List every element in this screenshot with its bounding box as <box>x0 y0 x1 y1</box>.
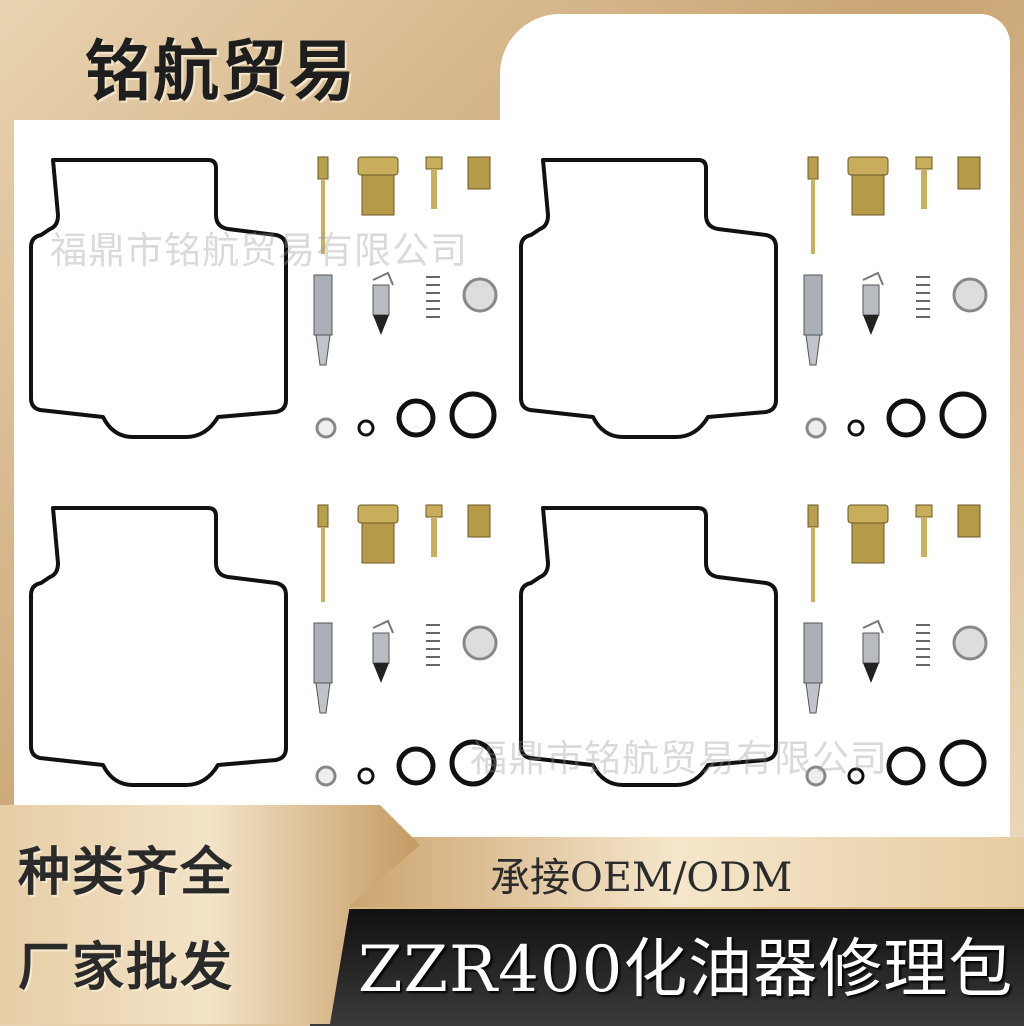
white-panel <box>14 120 1010 840</box>
left-banner-line2: 厂家批发 <box>18 938 235 998</box>
left-banner-line1: 种类齐全 <box>18 843 235 903</box>
watermark-bottom: 福鼎市铭航贸易有限公司 <box>470 737 888 780</box>
watermark-top: 福鼎市铭航贸易有限公司 <box>50 229 468 272</box>
oem-odm-text: 承接OEM/ODM <box>490 855 793 901</box>
subtitle-band <box>330 837 1024 907</box>
product-title: ZZR400化油器修理包 <box>358 933 1014 1007</box>
brand-title: 铭航贸易 <box>85 33 357 110</box>
carburetor-kit-1 <box>31 157 496 437</box>
model-band <box>310 907 1024 1026</box>
carburetor-kit-3 <box>31 505 496 785</box>
carburetor-kit-2 <box>521 157 986 437</box>
